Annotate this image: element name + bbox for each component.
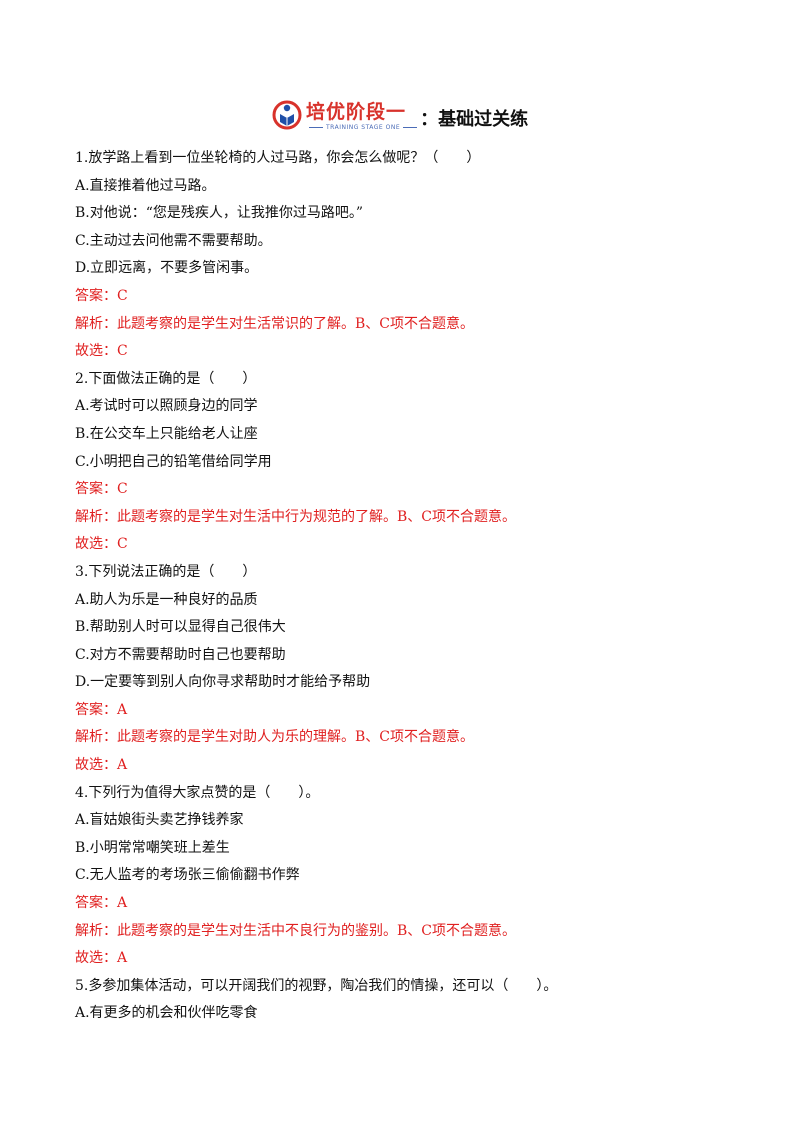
question-list: 1.放学路上看到一位坐轮椅的人过马路，你会怎么做呢？（ ） A.直接推着他过马路… <box>75 145 735 1028</box>
choice-line: 故选：A <box>75 757 128 774</box>
question-stem: 1.放学路上看到一位坐轮椅的人过马路，你会怎么做呢？（ ） <box>75 150 481 166</box>
option: B.小明常常嘲笑班上差生 <box>75 839 230 856</box>
brand-block: 培优阶段一 TRAINING STAGE ONE <box>306 101 420 132</box>
choice-line: 故选：C <box>75 536 128 553</box>
choice-line: 故选：A <box>75 950 128 967</box>
answer-line: 答案：C <box>75 287 128 304</box>
option: A.助人为乐是一种良好的品质 <box>75 591 258 608</box>
option: C.无人监考的考场张三偷偷翻书作弊 <box>75 867 300 884</box>
section-separator: ： <box>420 109 439 130</box>
answer-line: 答案：A <box>75 895 128 912</box>
section-title: 基础过关练 <box>438 109 529 130</box>
brand-english: TRAINING STAGE ONE <box>306 124 420 132</box>
option: B.对他说：“您是残疾人，让我推你过马路吧。” <box>75 205 364 222</box>
brand-name: 培优阶段一 <box>306 100 407 123</box>
option: D.立即远离，不要多管闲事。 <box>75 260 259 277</box>
option: C.主动过去问他需不需要帮助。 <box>75 232 272 249</box>
answer-line: 答案：C <box>75 481 128 498</box>
analysis-line: 解析：此题考察的是学生对生活常识的了解。B、C项不合题意。 <box>75 315 474 332</box>
analysis-line: 解析：此题考察的是学生对生活中行为规范的了解。B、C项不合题意。 <box>75 508 516 525</box>
question-stem: 3.下列说法正确的是（ ） <box>75 563 257 580</box>
page-header: 培优阶段一 TRAINING STAGE ONE ： 基础过关练 <box>272 96 528 136</box>
question-stem: 2.下面做法正确的是（ ） <box>75 370 257 387</box>
option: C.小明把自己的铅笔借给同学用 <box>75 453 272 470</box>
analysis-line: 解析：此题考察的是学生对生活中不良行为的鉴别。B、C项不合题意。 <box>75 922 516 939</box>
option: A.有更多的机会和伙伴吃零食 <box>75 1005 258 1022</box>
student-reading-logo-icon <box>272 100 302 130</box>
option: A.直接推着他过马路。 <box>75 177 216 194</box>
option: A.盲姑娘街头卖艺挣钱养家 <box>75 812 244 829</box>
option: D.一定要等到别人向你寻求帮助时才能给予帮助 <box>75 674 371 691</box>
question-stem: 4.下列行为值得大家点赞的是（ ）。 <box>75 784 320 801</box>
option: A.考试时可以照顾身边的同学 <box>75 398 258 415</box>
answer-line: 答案：A <box>75 701 128 718</box>
analysis-line: 解析：此题考察的是学生对助人为乐的理解。B、C项不合题意。 <box>75 729 474 746</box>
choice-line: 故选：C <box>75 343 128 360</box>
option: B.在公交车上只能给老人让座 <box>75 425 258 442</box>
option: B.帮助别人时可以显得自己很伟大 <box>75 619 286 636</box>
question-stem: 5.多参加集体活动，可以开阔我们的视野，陶冶我们的情操，还可以（ ）。 <box>75 977 558 994</box>
option: C.对方不需要帮助时自己也要帮助 <box>75 646 286 663</box>
